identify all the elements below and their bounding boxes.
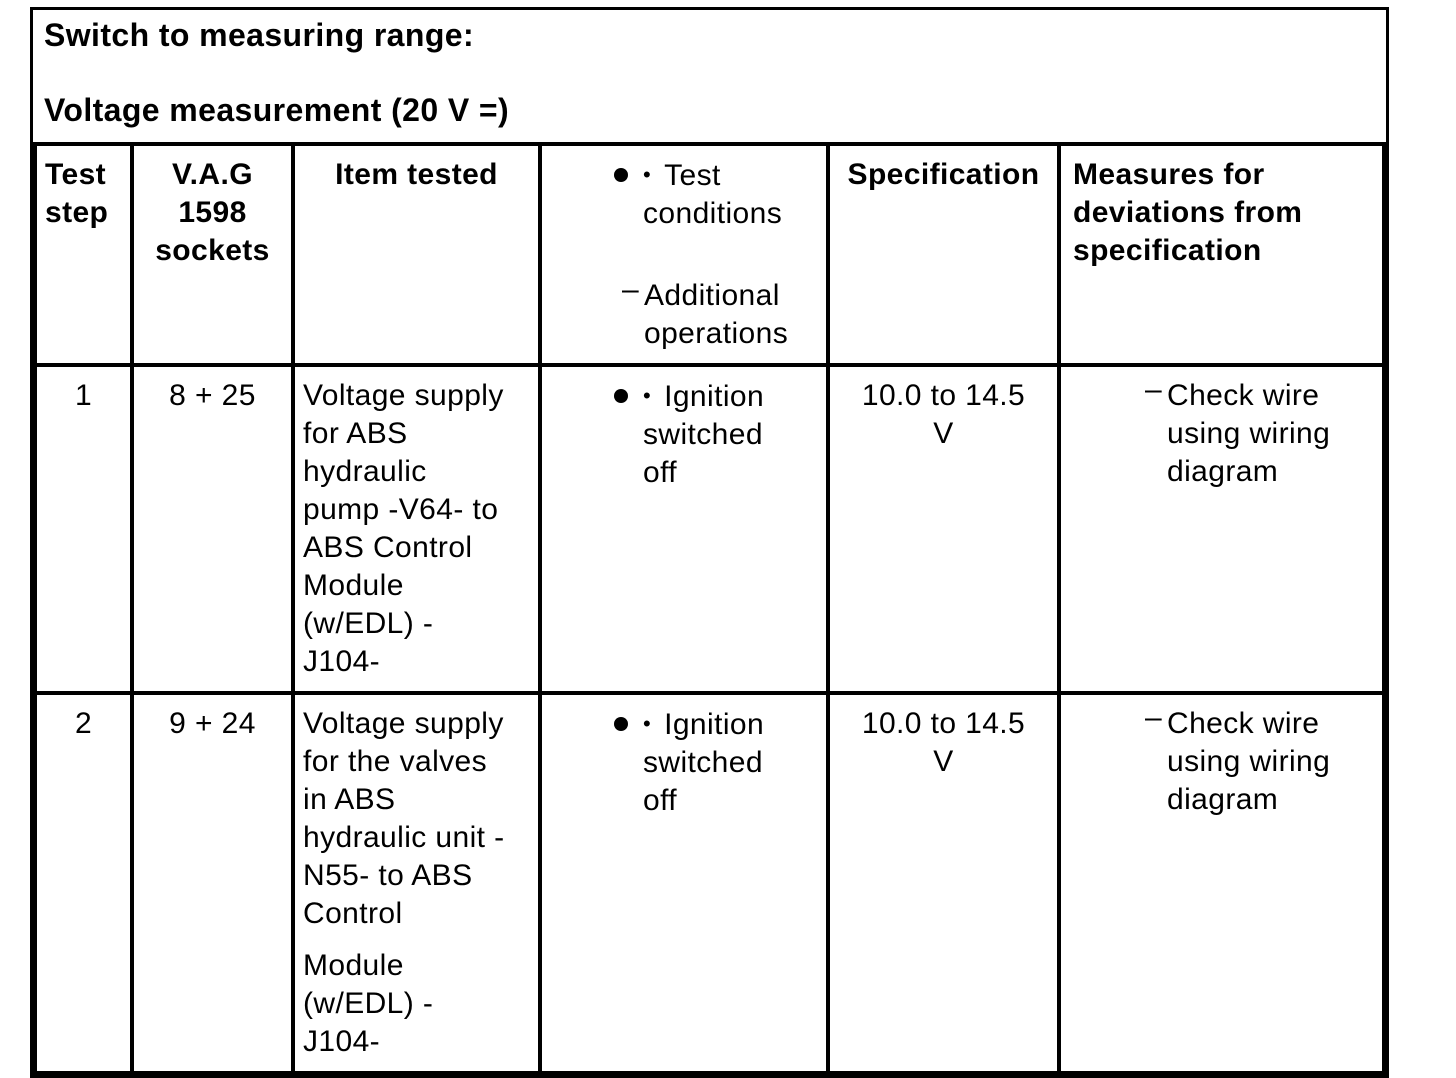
sub-bullet-icon: • <box>643 383 652 408</box>
test-conditions-bullet-item: •Test conditions <box>614 156 818 233</box>
condition-text-wrap: •Ignition switched off <box>643 705 764 820</box>
sub-bullet-icon: • <box>643 162 652 187</box>
specification-value: 10.0 to 14.5 V <box>826 691 1061 1075</box>
table-row-step-1: 1 8 + 25 Voltage supply for ABS hydrauli… <box>33 363 1386 695</box>
measures-cell: – Check wire using wiring diagram <box>1057 363 1386 695</box>
dash-icon: – <box>1145 373 1163 406</box>
measure-text: Check wire using wiring diagram <box>1167 707 1331 816</box>
condition-bullet-item: •Ignition switched off <box>614 705 818 820</box>
additional-operations-label: Additional operations <box>644 279 789 350</box>
condition-text-wrap: •Ignition switched off <box>643 377 764 492</box>
col-header-specification: Specification <box>826 142 1061 367</box>
condition-text: Ignition switched off <box>643 708 765 817</box>
specification-value: 10.0 to 14.5 V <box>826 363 1061 695</box>
measure-dash-item: – Check wire using wiring diagram <box>1145 373 1374 491</box>
item-tested-text-continued: Module (w/EDL) - J104- <box>303 949 434 1058</box>
test-steps-table: Test step V.A.G 1598 sockets Item tested… <box>33 142 1386 1075</box>
bullet-icon <box>614 389 628 403</box>
title-line-2: Voltage measurement (20 V =) <box>44 92 509 128</box>
col-header-test-step: Test step <box>33 142 134 367</box>
table-row-step-2: 2 9 + 24 Voltage supply for the valves i… <box>33 691 1386 1075</box>
title-line-1: Switch to measuring range: <box>44 17 475 53</box>
condition-text: Ignition switched off <box>643 380 765 489</box>
measure-text: Check wire using wiring diagram <box>1167 379 1331 488</box>
dash-icon: – <box>1145 701 1163 734</box>
condition-bullet-item: •Ignition switched off <box>614 377 818 492</box>
col-header-vag-sockets: V.A.G 1598 sockets <box>130 142 295 367</box>
col-header-test-conditions: •Test conditions – Additional operations <box>538 142 830 367</box>
measure-dash-item: – Check wire using wiring diagram <box>1145 701 1374 819</box>
col-header-measures: Measures for deviations from specificati… <box>1057 142 1386 367</box>
item-tested-cell: Voltage supply for ABS hydraulic pump -V… <box>291 363 542 695</box>
test-step-number: 2 <box>33 691 134 1075</box>
measures-cell: – Check wire using wiring diagram <box>1057 691 1386 1075</box>
test-conditions-label: Test conditions <box>643 159 783 230</box>
test-conditions-cell: •Ignition switched off <box>538 363 830 695</box>
sub-bullet-icon: • <box>643 711 652 736</box>
test-conditions-text-wrap: •Test conditions <box>643 156 782 233</box>
test-conditions-cell: •Ignition switched off <box>538 691 830 1075</box>
test-step-number: 1 <box>33 363 134 695</box>
sockets-value: 9 + 24 <box>130 691 295 1075</box>
item-tested-text: Voltage supply for ABS hydraulic pump -V… <box>303 379 504 678</box>
bullet-icon <box>614 168 628 182</box>
bullet-icon <box>614 717 628 731</box>
table-header-row: Test step V.A.G 1598 sockets Item tested… <box>33 142 1386 367</box>
col-header-item-tested: Item tested <box>291 142 542 367</box>
dash-icon: – <box>622 273 640 306</box>
item-tested-cell: Voltage supply for the valves in ABS hyd… <box>291 691 542 1075</box>
additional-operations-dash-item: – Additional operations <box>622 273 818 353</box>
sockets-value: 8 + 25 <box>130 363 295 695</box>
table-title-block: Switch to measuring range: Voltage measu… <box>33 10 1386 142</box>
item-tested-text: Voltage supply for the valves in ABS hyd… <box>303 707 505 930</box>
measuring-range-table: Switch to measuring range: Voltage measu… <box>30 7 1389 1078</box>
